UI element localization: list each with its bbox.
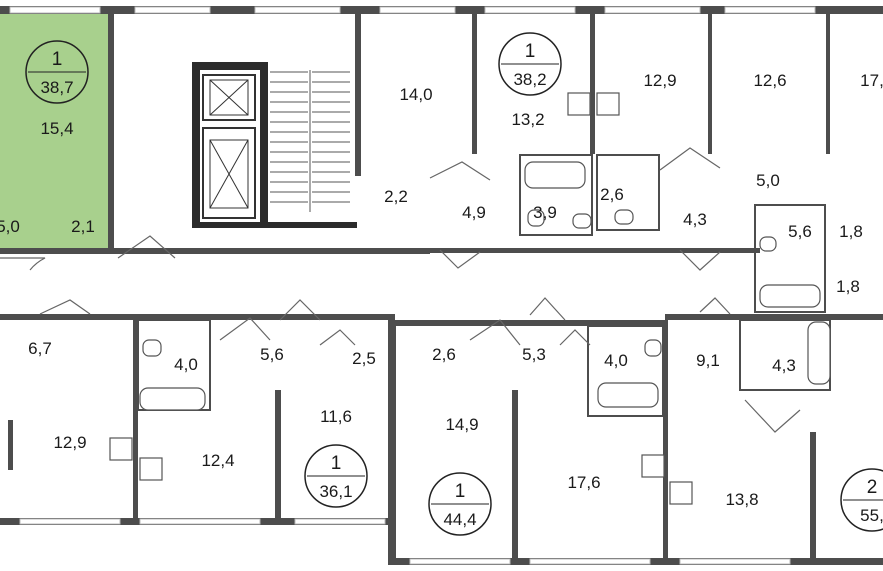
room-area-label: 4,0 bbox=[604, 351, 628, 370]
room-area-label: 14,9 bbox=[445, 415, 478, 434]
unit-total-area: 36,1 bbox=[319, 482, 352, 501]
unit-rooms-count: 1 bbox=[331, 453, 342, 474]
unit-badge-bottom-b: 144,4 bbox=[428, 472, 492, 536]
room-area-label: 2,5 bbox=[352, 349, 376, 368]
room-area-label: 5,6 bbox=[260, 345, 284, 364]
stove-icons bbox=[109, 92, 693, 505]
unit-badge-top-left: 138,7 bbox=[25, 40, 89, 104]
room-area-label: 1,8 bbox=[839, 222, 863, 241]
top-partitions bbox=[108, 14, 830, 248]
room-area-label: 14,0 bbox=[399, 85, 432, 104]
room-area-label: 9,1 bbox=[696, 351, 720, 370]
room-area-label: 3,9 bbox=[533, 203, 557, 222]
unit-total-area: 38,7 bbox=[40, 78, 73, 97]
door-swings bbox=[0, 147, 801, 433]
bathroom-fixtures bbox=[139, 161, 831, 411]
room-area-label: 4,9 bbox=[462, 203, 486, 222]
room-area-label: 12,9 bbox=[643, 71, 676, 90]
unit-badge-bottom-right: 255, bbox=[840, 468, 883, 532]
room-area-label: 4,0 bbox=[174, 355, 198, 374]
room-area-label: 4,3 bbox=[772, 356, 796, 375]
unit-total-area: 44,4 bbox=[443, 510, 476, 529]
room-area-label: 5,0 bbox=[756, 171, 780, 190]
room-area-label: 2,1 bbox=[71, 217, 95, 236]
room-area-label: 12,4 bbox=[201, 451, 234, 470]
staircase bbox=[270, 70, 350, 212]
bottom-partitions bbox=[8, 154, 831, 558]
room-area-label: 1,8 bbox=[836, 277, 860, 296]
room-area-label: 12,9 bbox=[53, 433, 86, 452]
room-area-label: 13,8 bbox=[725, 490, 758, 509]
room-area-label: 5,3 bbox=[522, 345, 546, 364]
room-area-label: 4,3 bbox=[683, 210, 707, 229]
unit-total-area: 55, bbox=[860, 506, 883, 525]
unit-rooms-count: 1 bbox=[525, 41, 536, 62]
room-area-label: 17, bbox=[860, 71, 883, 90]
room-area-label: 2,6 bbox=[432, 345, 456, 364]
room-area-label: 11,6 bbox=[320, 407, 352, 426]
unit-badge-bottom-a: 136,1 bbox=[304, 444, 368, 508]
unit-total-area: 38,2 bbox=[513, 70, 546, 89]
corridor-walls bbox=[0, 248, 883, 326]
unit-badge-circle bbox=[25, 40, 89, 104]
unit-rooms-count: 1 bbox=[52, 49, 63, 70]
room-area-label: 12,6 bbox=[753, 71, 786, 90]
room-area-label: 17,6 bbox=[567, 473, 600, 492]
unit-rooms-count: 2 bbox=[867, 477, 878, 498]
highlighted-apartment-fill bbox=[0, 14, 112, 248]
room-area-label: 6,7 bbox=[28, 339, 52, 358]
bottom-facade bbox=[0, 320, 883, 565]
room-area-label: 5,6 bbox=[788, 222, 812, 241]
unit-rooms-count: 1 bbox=[455, 481, 466, 502]
room-area-label: 2,6 bbox=[600, 185, 624, 204]
room-area-label: 13,2 bbox=[511, 110, 544, 129]
top-facade bbox=[0, 6, 883, 14]
room-area-label: 5,0 bbox=[0, 217, 20, 236]
room-area-label: 15,4 bbox=[40, 119, 73, 138]
room-area-label: 2,2 bbox=[384, 187, 408, 206]
elevator-shafts bbox=[202, 74, 256, 219]
unit-badge-top-middle: 138,2 bbox=[498, 32, 562, 96]
